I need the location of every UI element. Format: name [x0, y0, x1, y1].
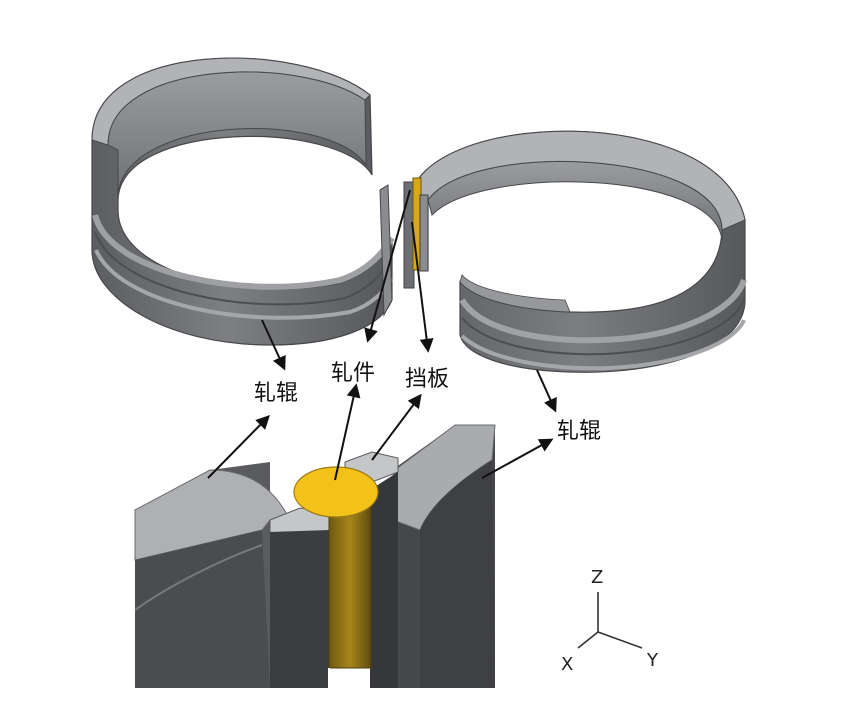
label-workpiece: 轧件 [331, 361, 376, 386]
arrow-roller-right-top [536, 369, 557, 413]
arrow-workpiece-bottom [334, 383, 361, 481]
callout-arrows [207, 189, 557, 481]
label-roller-right: 轧辊 [557, 419, 602, 444]
arrow-roller-left-top [261, 319, 286, 371]
x-axis-line [577, 631, 599, 649]
arrow-baffle-top [411, 221, 434, 353]
label-baffle: 挡板 [405, 367, 450, 392]
left-roller-ring [91, 57, 395, 346]
axis-label-z: Z [591, 567, 604, 588]
label-roller-left: 轧辊 [254, 381, 299, 406]
axis-triad [577, 592, 643, 649]
right-roller-ring [409, 130, 747, 373]
arrow-workpiece-top [364, 189, 411, 343]
arrow-roller-right-bottom [481, 438, 554, 479]
top-workpiece-assembly [403, 177, 429, 289]
arrow-roller-left-bottom [207, 415, 270, 479]
axis-label-y: Y [647, 650, 658, 671]
axis-label-x: X [561, 654, 574, 675]
arrow-baffle-bottom [371, 393, 422, 461]
y-axis-line [597, 631, 643, 649]
detail-view [134, 424, 496, 688]
